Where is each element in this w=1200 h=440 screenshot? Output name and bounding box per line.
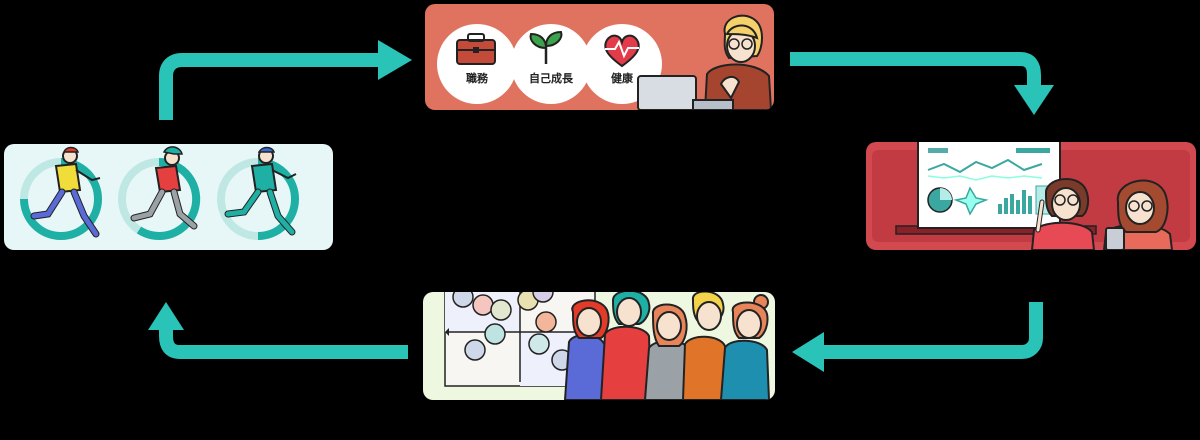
category-label-growth: 自己成長 — [529, 71, 574, 85]
progress-rings — [20, 157, 299, 240]
category-circle-growth — [511, 24, 591, 104]
action-panel — [4, 144, 333, 250]
dashboard-board — [917, 142, 1061, 229]
category-label-health: 健康 — [611, 71, 634, 85]
heart-pulse-icon — [604, 34, 640, 68]
analysis-panel — [866, 142, 1196, 250]
sprout-icon — [529, 30, 563, 64]
presenter-person — [1030, 177, 1096, 250]
survey-illustration: 職務 自己成長 健康 — [437, 14, 773, 110]
arrow-to-survey — [159, 40, 412, 120]
team-members — [563, 292, 771, 400]
runner-red — [130, 146, 198, 230]
runner-green — [224, 146, 297, 236]
person-with-laptop — [637, 14, 773, 110]
employee-avatars — [452, 292, 573, 371]
listener-person — [1102, 179, 1174, 250]
briefcase-icon — [456, 33, 496, 65]
arrow-to-grouping — [792, 302, 1043, 372]
grouping-panel — [423, 292, 775, 400]
category-label-work: 職務 — [466, 71, 489, 85]
survey-panel: 職務 自己成長 健康 — [425, 4, 774, 110]
action-illustration — [20, 146, 299, 240]
analysis-illustration — [872, 142, 1190, 250]
arrow-to-action — [148, 302, 408, 359]
grouping-illustration — [444, 292, 771, 400]
runner-yellow — [30, 146, 101, 238]
arrow-to-analysis — [790, 52, 1054, 115]
